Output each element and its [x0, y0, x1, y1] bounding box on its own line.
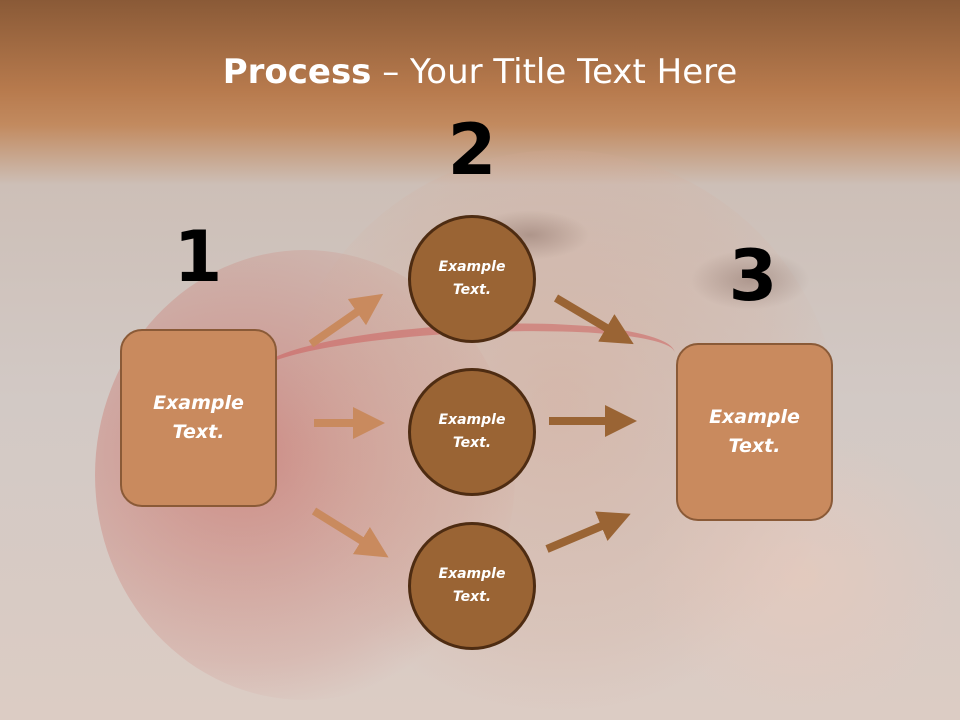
- step-number-1: 1: [173, 216, 223, 298]
- step-number-3: 3: [728, 235, 778, 317]
- arrow-1-to-2c: [311, 507, 389, 558]
- step-1-box: Example Text.: [120, 329, 277, 507]
- step-2-circle-middle: Example Text.: [408, 368, 536, 496]
- arrow-2c-to-3: [545, 511, 631, 553]
- step-2-circle-top: Example Text.: [408, 215, 536, 343]
- step-2-text-bottom: Example Text.: [438, 566, 506, 605]
- step-2-text-top: Example Text.: [438, 259, 506, 298]
- step-3-text: Example Text.: [709, 406, 800, 457]
- arrow-2a-to-3: [553, 294, 634, 345]
- step-2-text-middle: Example Text.: [438, 412, 506, 451]
- step-number-2: 2: [447, 109, 497, 191]
- step-1-text: Example Text.: [153, 392, 244, 443]
- slide-title: Process – Your Title Text Here: [0, 52, 960, 92]
- arrow-1-to-2a: [308, 293, 384, 348]
- title-rest: – Your Title Text Here: [371, 52, 738, 92]
- step-2-circle-bottom: Example Text.: [408, 522, 536, 650]
- title-bold-part: Process: [222, 52, 372, 92]
- step-3-box: Example Text.: [676, 343, 833, 521]
